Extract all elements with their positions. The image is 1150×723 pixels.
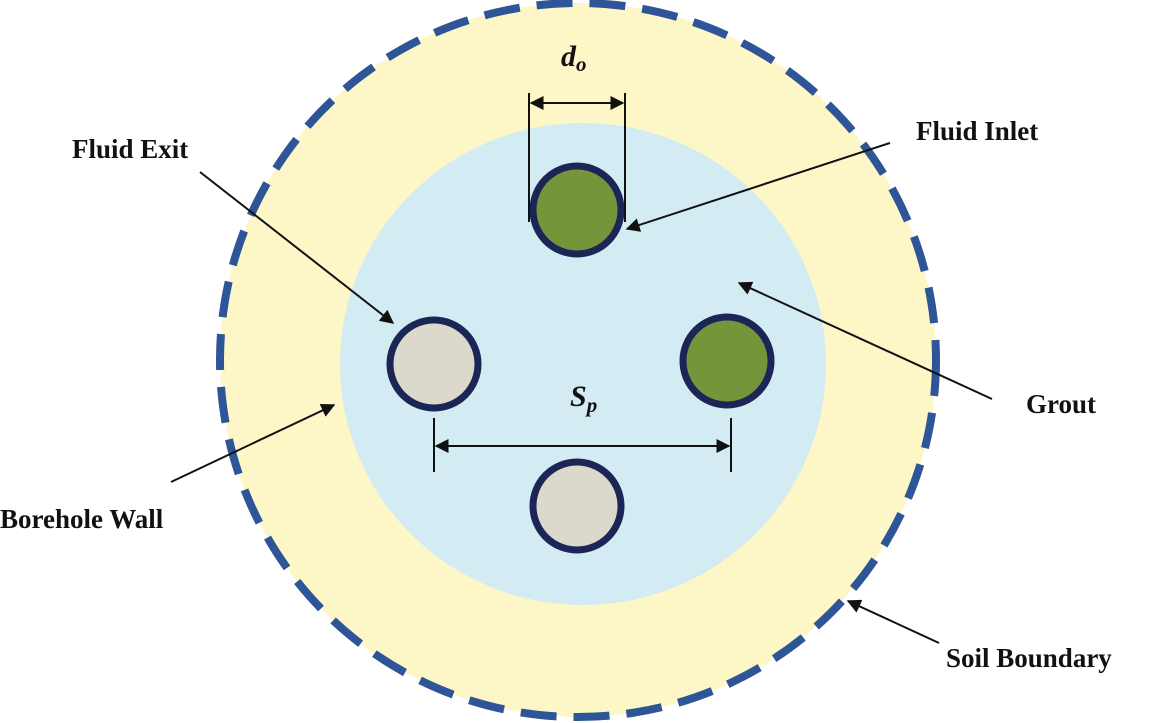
fluid-exit-arrow [199, 171, 395, 324]
grout-label: Grout [1026, 389, 1096, 419]
pipe-inlet-top [529, 162, 625, 258]
fluid-inlet-arrow [625, 142, 891, 232]
pipe-inlet-right [679, 313, 775, 409]
grout-arrow [737, 281, 993, 400]
soil-boundary-label: Soil Boundary [946, 643, 1112, 673]
spacing-dimension [433, 418, 732, 472]
soil-boundary-arrow [846, 599, 940, 644]
fluid-inlet-label: Fluid Inlet [916, 116, 1038, 146]
fluid-exit-label: Fluid Exit [72, 134, 188, 164]
spacing-symbol-base: S [570, 380, 587, 413]
diameter-dimension [528, 93, 626, 222]
spacing-symbol-sub: p [585, 393, 598, 417]
borehole-wall-label: Borehole Wall [0, 504, 164, 534]
pipe-exit-bottom [529, 458, 625, 554]
soil-boundary-circle [216, 0, 940, 721]
pipe-exit-left [386, 316, 482, 412]
borehole-wall-arrow [170, 404, 336, 483]
spacing-symbol: Sp [570, 380, 597, 417]
diameter-symbol: do [561, 40, 587, 76]
diameter-symbol-sub: o [576, 52, 587, 76]
grout-region [340, 123, 826, 605]
diameter-symbol-base: d [561, 40, 577, 73]
